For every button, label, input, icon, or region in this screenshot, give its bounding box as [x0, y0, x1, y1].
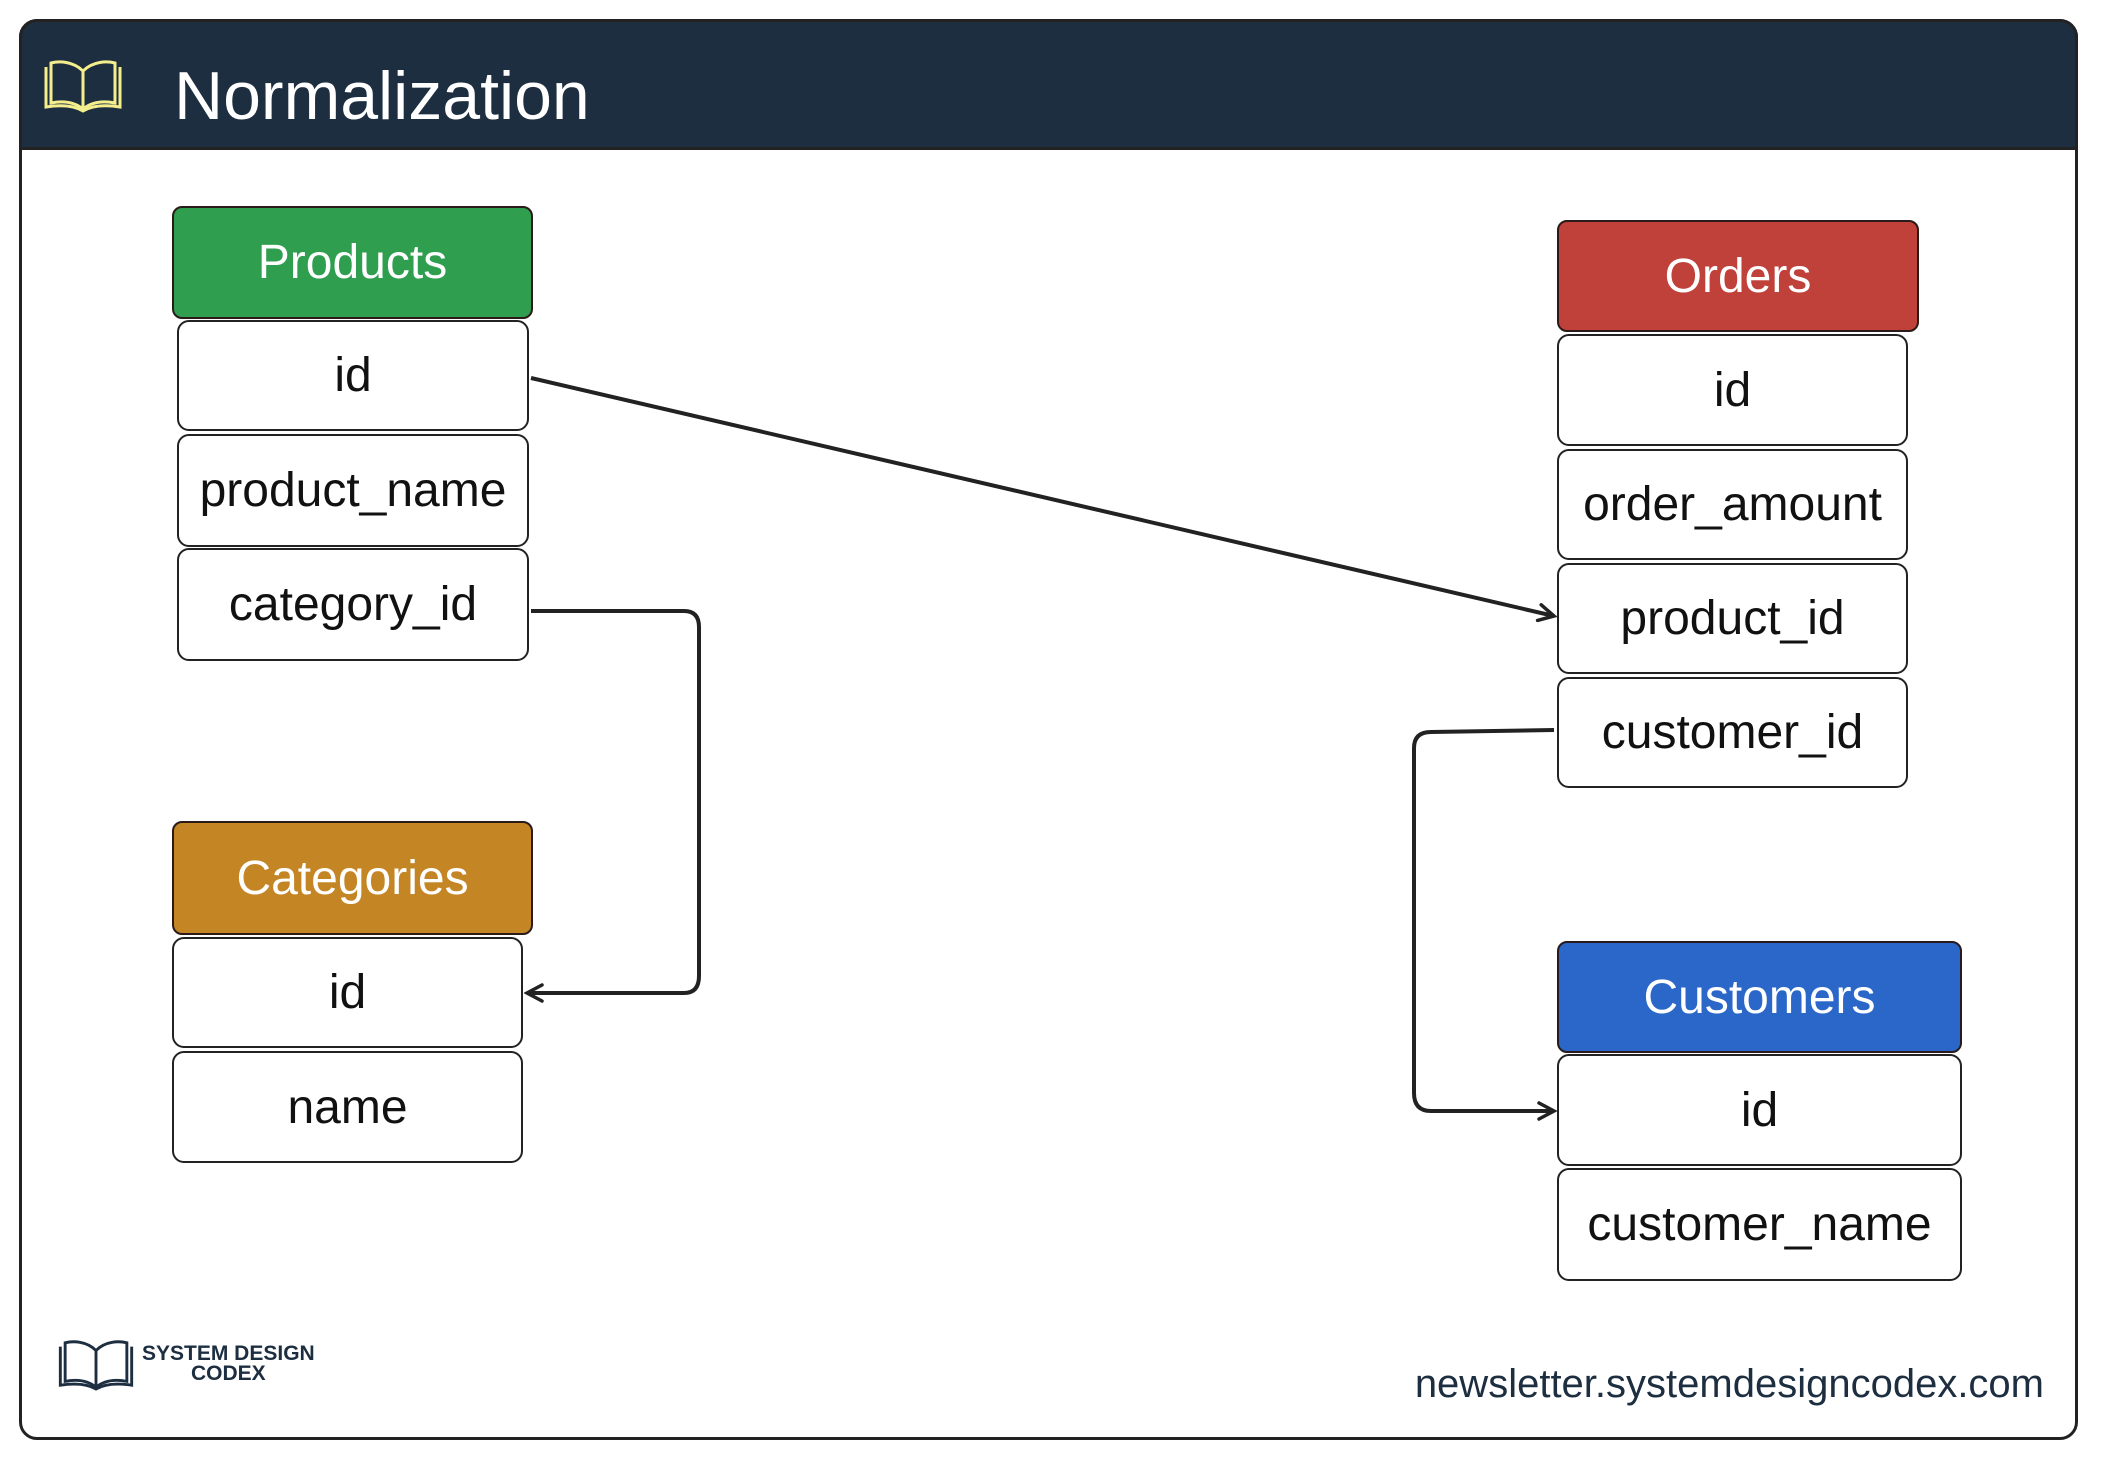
customers-title: Customers: [1643, 970, 1876, 1024]
products-field-category-id: category_id: [177, 548, 529, 661]
relation-products-orders: [530, 376, 1554, 616]
logo-line1: SYSTEM DESIGN: [142, 1342, 315, 1365]
header-bar: [19, 19, 2078, 150]
customers-table-header: Customers: [1557, 941, 1962, 1053]
products-title: Products: [257, 236, 448, 289]
categories-field-id: id: [172, 937, 523, 1048]
page-title: Normalization: [174, 58, 590, 134]
orders-field-customer-id: customer_id: [1557, 677, 1908, 788]
newsletter-url[interactable]: newsletter.systemdesigncodex.com: [1414, 1362, 2044, 1406]
orders-field-id: id: [1557, 334, 1908, 446]
orders-title: Orders: [1664, 249, 1812, 303]
products-table-header: Products: [172, 206, 533, 319]
categories-title: Categories: [236, 851, 469, 905]
customers-field-id: id: [1557, 1054, 1962, 1166]
logo-book-icon: [58, 1340, 134, 1391]
orders-table-header: Orders: [1557, 220, 1919, 332]
products-field-product-name: product_name: [177, 434, 529, 547]
open-book-icon: [44, 60, 122, 113]
orders-field-product-id: product_id: [1557, 563, 1908, 674]
products-field-id: id: [177, 320, 529, 431]
categories-table-header: Categories: [172, 821, 533, 935]
relation-products-categories: [527, 609, 701, 993]
system-design-codex-logo: SYSTEM DESIGN CODEX: [56, 1337, 315, 1391]
customers-field-customer-name: customer_name: [1557, 1168, 1962, 1281]
orders-field-order-amount: order_amount: [1557, 449, 1908, 560]
categories-field-name: name: [172, 1051, 523, 1163]
logo-line2: CODEX: [191, 1362, 266, 1385]
relation-orders-customers: [1412, 728, 1554, 1111]
